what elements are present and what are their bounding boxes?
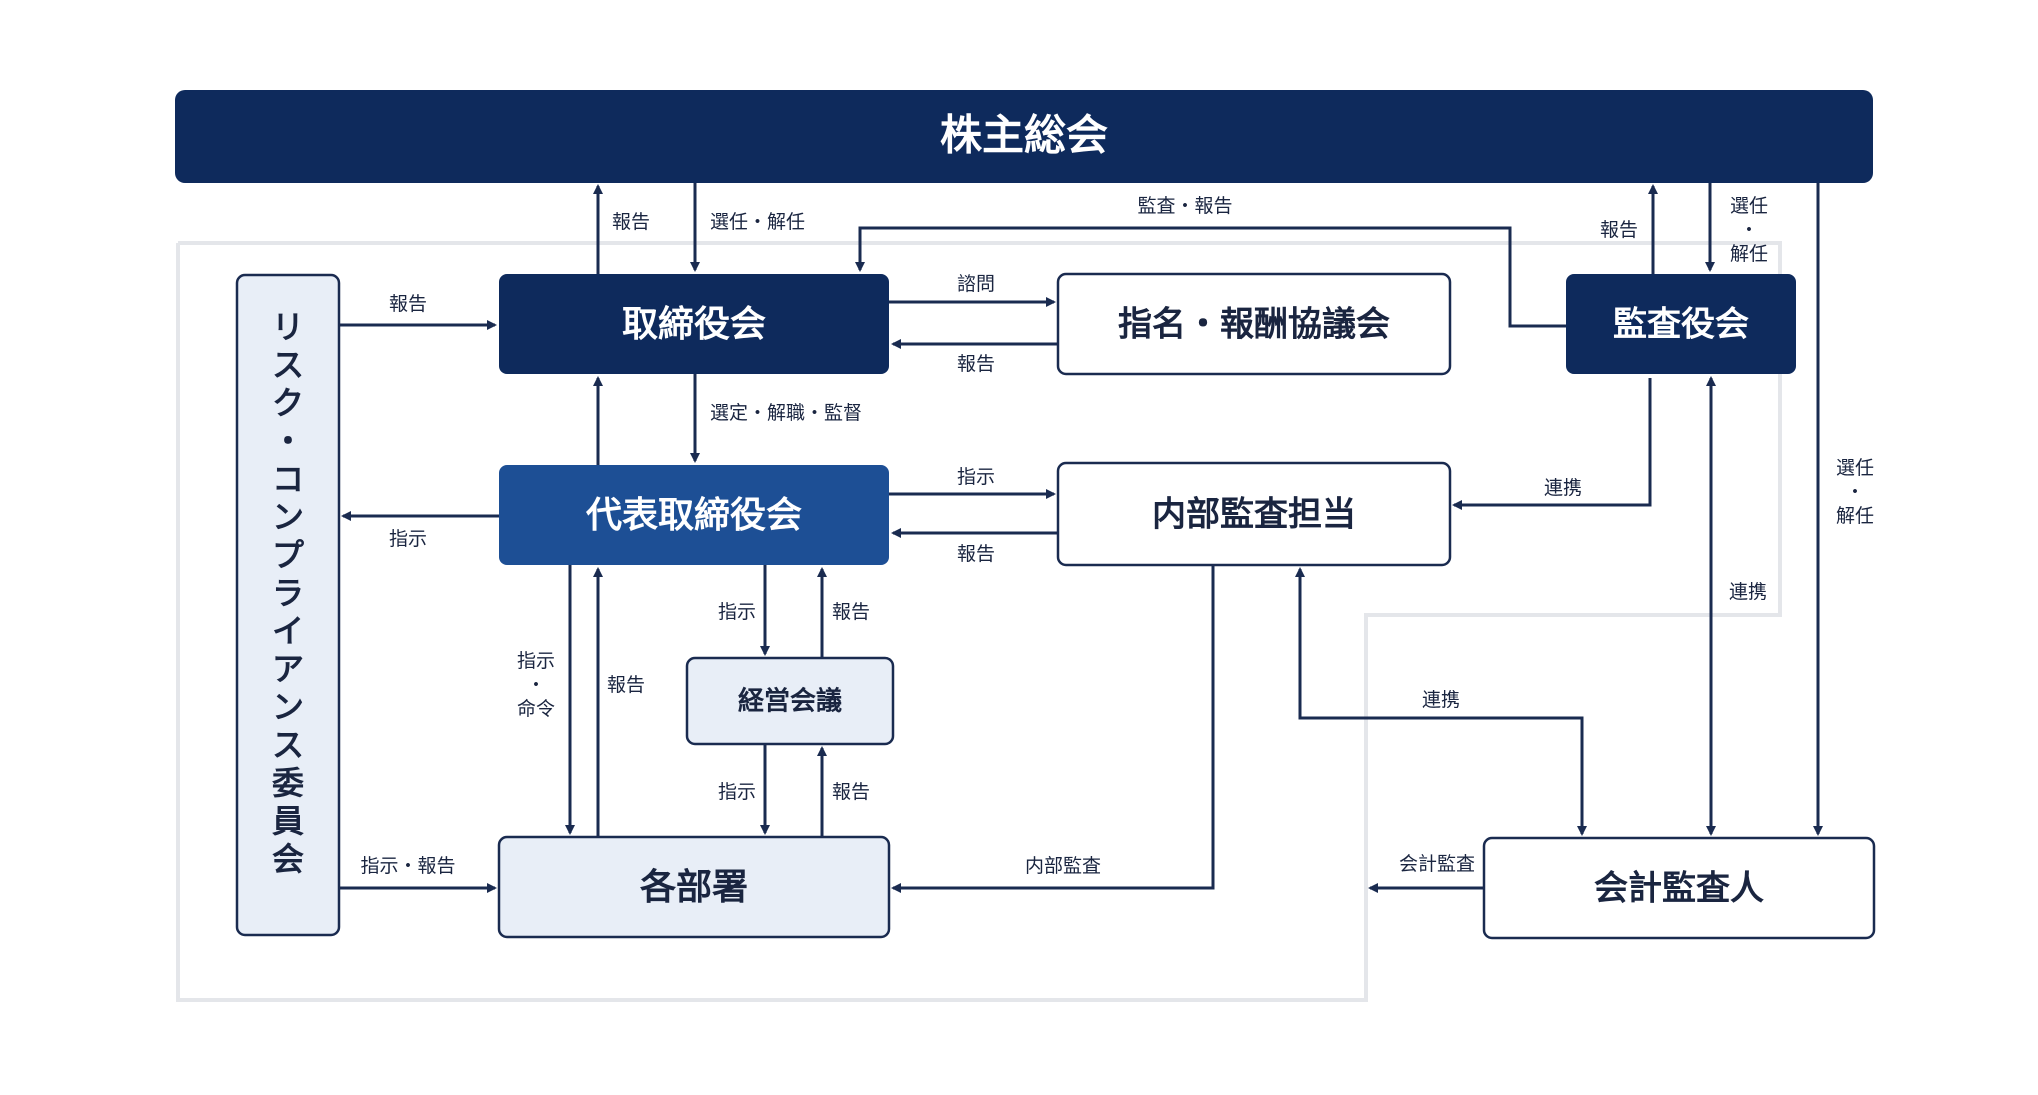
label-consult: 諮問 [957,273,995,295]
internal-frame [176,241,1782,1002]
label-internal-audit: 内部監査 [1025,855,1101,877]
arrow-ia-coop-audit-a [1452,378,1652,510]
label-rep-order-3: 命令 [517,698,555,720]
label-rep-instruct-risk: 指示 [389,528,427,550]
departments-label: 各部署 [640,867,748,908]
label-audit-report-board: 監査・報告 [1137,195,1232,217]
nomination-label: 指名・報酬協議会 [1118,305,1390,345]
label-risk-to-dept: 指示・報告 [360,855,455,877]
label-mm-report-rep: 報告 [832,601,870,623]
accounting-auditor-label: 会計監査人 [1594,869,1764,909]
label-acc-elect-3: 解任 [1836,505,1874,527]
risk-committee-label: リスク・コンプライアンス委員会 [272,308,305,878]
label-rep-instruct-mm: 指示 [718,601,756,623]
label-rep-instruct-ia: 指示 [957,466,995,488]
internal-audit-box: 内部監査担当 [1056,461,1452,567]
arrow-ia-coop-acc [1298,569,1587,836]
label-ia-report-rep: 報告 [957,543,995,565]
label-rep-order-1: 指示 [517,650,555,672]
label-board-select: 選定・解職・監督 [710,402,862,424]
label-dept-report-rep: 報告 [607,674,645,696]
label-audit-elect-3: 解任 [1730,243,1768,265]
label-acc-elect-1: 選任 [1836,457,1874,479]
label-board-elect: 選任・解任 [710,211,805,233]
nomination-box: 指名・報酬協議会 [1056,272,1452,376]
label-risk-report: 報告 [389,293,427,315]
label-acc-elect-2: ・ [1845,481,1864,503]
representative-box: 代表取締役会 [499,465,889,565]
label-ia-coop-audit: 連携 [1544,477,1582,499]
label-audit-report-up: 報告 [1600,219,1638,241]
shareholders-box: 株主総会 [175,90,1873,183]
management-meeting-box: 経営会議 [685,656,895,746]
label-audit-elect-1: 選任 [1730,195,1768,217]
label-board-report-up: 報告 [612,211,650,233]
board-label: 取締役会 [622,304,766,345]
representative-label: 代表取締役会 [585,495,802,536]
management-meeting-label: 経営会議 [738,686,842,717]
audit-board-box: 監査役会 [1566,274,1796,374]
label-mm-instruct-dept: 指示 [718,781,756,803]
board-box: 取締役会 [499,274,889,374]
accounting-auditor-box: 会計監査人 [1482,836,1876,940]
arrow-internal-audit-dept [891,565,1215,893]
audit-board-label: 監査役会 [1613,305,1749,345]
label-accounting-audit: 会計監査 [1399,853,1475,875]
departments-box: 各部署 [497,835,891,939]
label-acc-coop-audit: 連携 [1729,581,1767,603]
internal-audit-label: 内部監査担当 [1152,495,1356,535]
risk-committee-box: リスク・コンプライアンス委員会 [235,273,341,937]
arrow-audit-report-board [855,226,1566,328]
label-ia-coop-acc: 連携 [1422,689,1460,711]
label-dept-report-mm: 報告 [832,781,870,803]
label-nomination-report: 報告 [957,353,995,375]
label-rep-order-2: ・ [526,674,545,696]
label-audit-elect-2: ・ [1739,219,1758,241]
shareholders-label: 株主総会 [940,111,1108,160]
